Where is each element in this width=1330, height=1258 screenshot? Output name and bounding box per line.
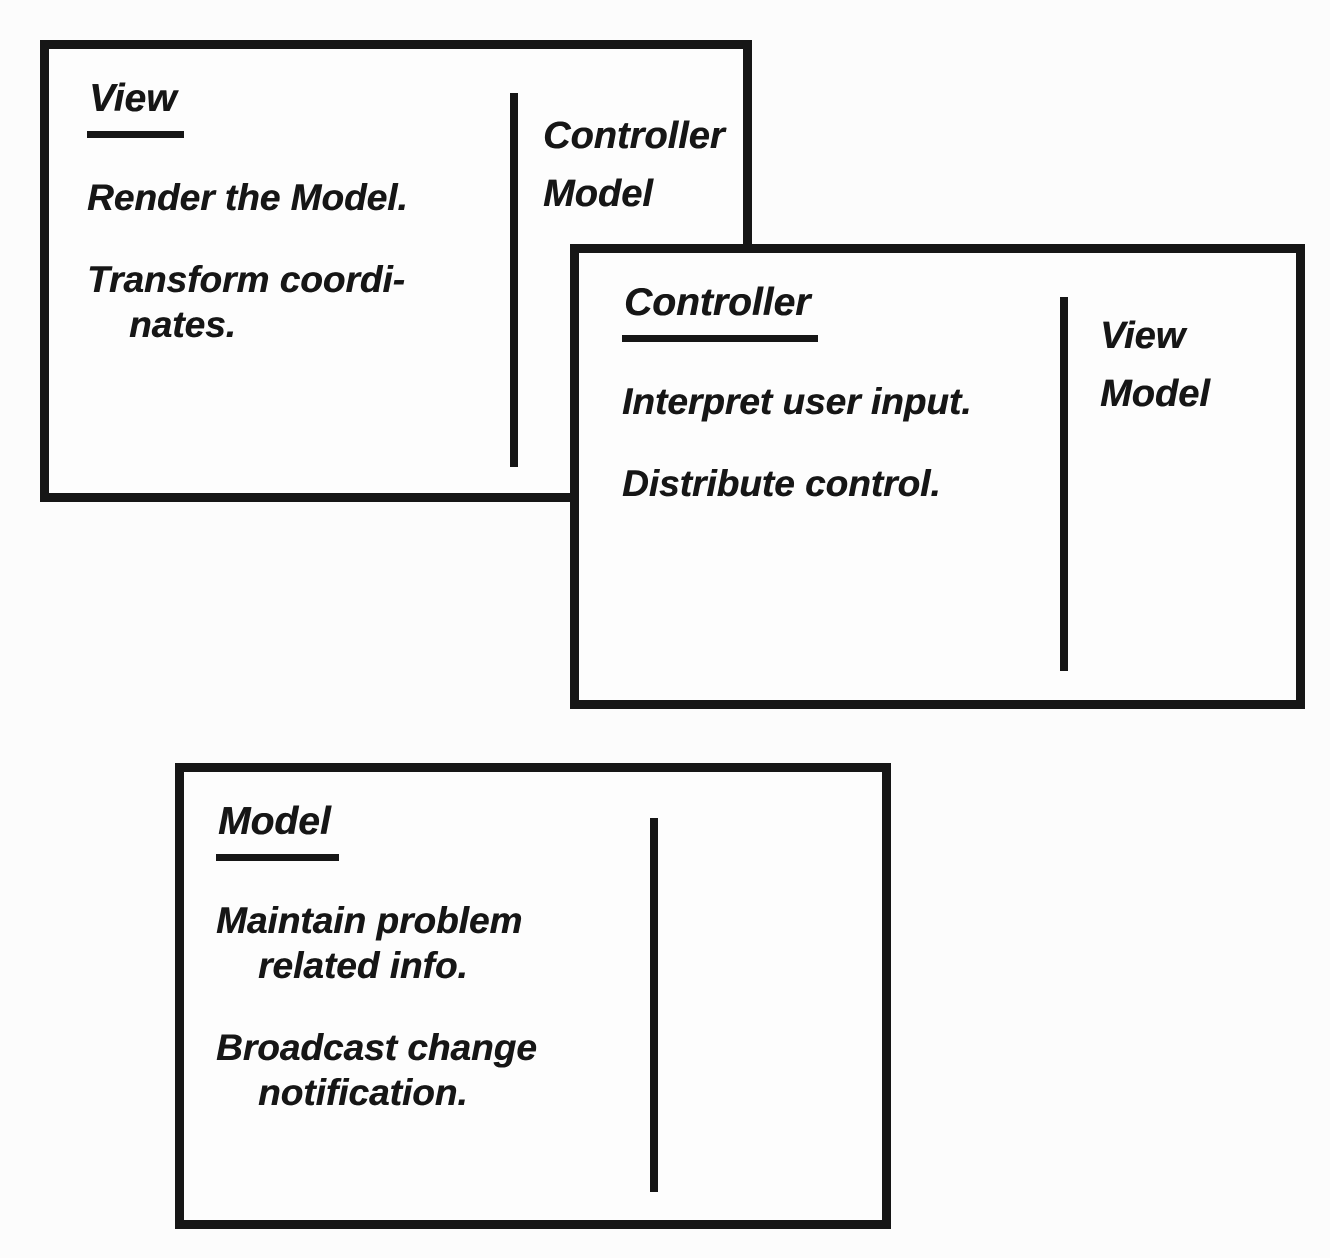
controller-card: Controller Interpret user input. Distrib… bbox=[570, 244, 1305, 709]
responsibility-line: Broadcast change bbox=[216, 1026, 537, 1068]
view-collaborators-column: Controller Model bbox=[543, 107, 725, 223]
view-responsibility-2: Transform coordi- nates. bbox=[87, 257, 743, 347]
model-card-content: Model Maintain problem related info. Bro… bbox=[184, 772, 882, 1115]
responsibility-line-wrap: notification. bbox=[258, 1071, 468, 1113]
card-title-view: View bbox=[87, 77, 185, 138]
model-responsibility-1: Maintain problem related info. bbox=[216, 898, 882, 988]
responsibility-line-wrap: nates. bbox=[129, 303, 236, 345]
controller-card-content: Controller Interpret user input. Distrib… bbox=[579, 253, 1296, 506]
collaborator-label: View bbox=[1100, 315, 1186, 357]
view-card-content: View Render the Model. Transform coordi-… bbox=[49, 49, 743, 347]
view-responsibility-1: Render the Model. bbox=[87, 175, 743, 220]
responsibility-line: Maintain problem bbox=[216, 899, 523, 941]
card-title-model: Model bbox=[216, 800, 339, 861]
responsibility-line: Distribute control. bbox=[622, 462, 941, 504]
responsibility-line: Interpret user input. bbox=[622, 380, 972, 422]
responsibility-line: Render the Model. bbox=[87, 176, 408, 218]
model-card-divider-line bbox=[650, 818, 658, 1192]
model-responsibility-2: Broadcast change notification. bbox=[216, 1025, 882, 1115]
collaborator-label: Model bbox=[1100, 373, 1210, 415]
controller-card-divider-line bbox=[1060, 297, 1068, 671]
collaborator-label: Model bbox=[543, 173, 653, 215]
responsibility-line-wrap: related info. bbox=[258, 944, 468, 986]
view-card-divider-line bbox=[510, 93, 518, 467]
responsibility-line: Transform coordi- bbox=[87, 258, 405, 300]
controller-responsibility-1: Interpret user input. bbox=[622, 379, 1296, 424]
model-card: Model Maintain problem related info. Bro… bbox=[175, 763, 891, 1229]
collaborator-label: Controller bbox=[543, 115, 725, 157]
controller-collaborators-column: View Model bbox=[1100, 307, 1210, 423]
card-title-controller: Controller bbox=[622, 281, 819, 342]
controller-responsibility-2: Distribute control. bbox=[622, 461, 1296, 506]
